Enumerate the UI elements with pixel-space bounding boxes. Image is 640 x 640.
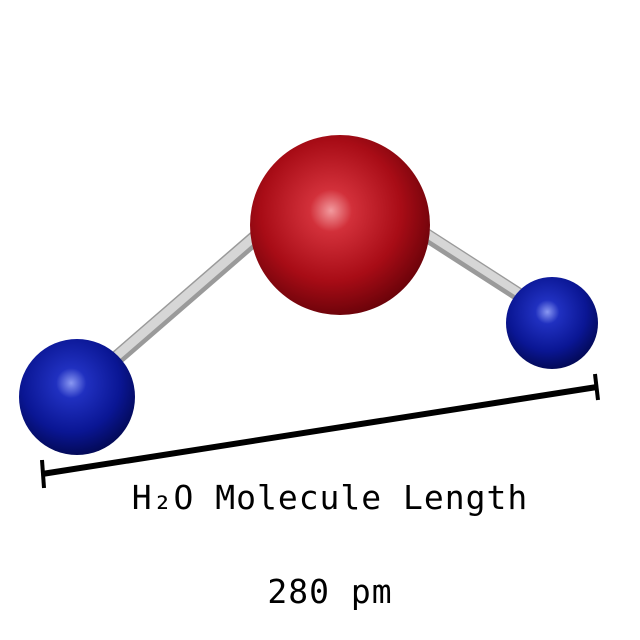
hydrogen-atom-left	[19, 339, 135, 455]
oxygen-atom	[250, 135, 430, 315]
molecule-title: H₂O Molecule Length	[131, 478, 529, 517]
length-measurement: 280 pm	[267, 572, 393, 611]
hydrogen-atom-right	[506, 277, 598, 369]
scale-bar	[40, 373, 600, 489]
